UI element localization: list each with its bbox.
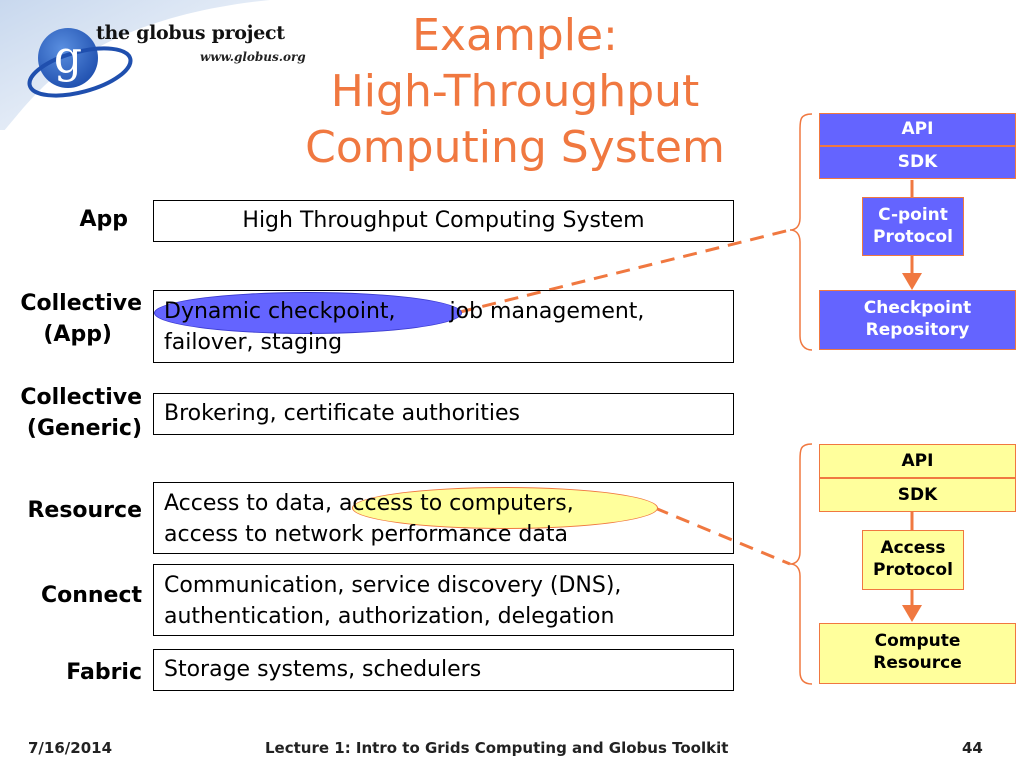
layer-text: High Throughput Computing System [242,208,645,233]
layer-label-line: App [79,207,128,232]
layer-text-highlighted: access to computers, [338,491,574,516]
top-api-box: API [819,113,1016,146]
top-protocol-line: C-point [878,205,948,225]
dashed-link-top [459,228,791,314]
layer-label-line: Resource [27,498,142,523]
logo-url: www.globus.org [200,50,306,64]
layer-label-collective-app: Collective (App) [0,288,142,350]
slide-title: Example: High-Throughput Computing Syste… [240,8,790,176]
layer-box-collective-app: Dynamic checkpoint, job management, fail… [153,290,734,363]
logo-graphic: g [0,0,270,130]
layer-text: access to network performance data [164,522,568,547]
top-target-line: Repository [865,320,970,340]
logo-name: the globus project [96,22,285,44]
bottom-protocol-line: Access [880,538,946,558]
bottom-target-line: Compute [874,631,961,651]
top-api-label: API [901,119,934,139]
highlight-oval-checkpoint [154,292,462,334]
bottom-api-label: API [901,451,934,471]
layer-box-fabric: Storage systems, schedulers [153,649,734,691]
layer-label-line: Connect [40,583,142,608]
layer-label-connect: Connect [0,580,142,611]
layer-label-resource: Resource [0,495,142,526]
bottom-protocol-line: Protocol [873,560,953,580]
top-target-line: Checkpoint [863,298,972,318]
layer-text: failover, staging [164,330,343,355]
compute-resource-box: Compute Resource [819,623,1016,684]
bottom-sdk-box: SDK [819,478,1016,512]
top-sdk-box: SDK [819,146,1016,179]
layer-text: Communication, service discovery (DNS), [164,573,622,598]
dashed-link-bottom [654,506,791,566]
bottom-arrow-head [902,605,922,622]
layer-label-collective-generic: Collective (Generic) [0,382,142,444]
layer-box-collective-generic: Brokering, certificate authorities [153,393,734,435]
layer-label-app: App [0,204,128,235]
top-sdk-label: SDK [897,152,938,172]
layer-text: authentication, authorization, delegatio… [164,604,615,629]
layer-label-line: Collective [20,385,142,410]
layer-box-resource: Access to data, access to computers, acc… [153,482,734,554]
bottom-api-box: API [819,444,1016,478]
bottom-protocol-box: Access Protocol [862,530,964,590]
footer-lecture: Lecture 1: Intro to Grids Computing and … [265,739,729,757]
checkpoint-repository-box: Checkpoint Repository [819,290,1016,350]
bottom-sdk-label: SDK [897,485,938,505]
top-brace [789,113,813,351]
top-protocol-box: C-point Protocol [862,197,964,256]
bottom-target-line: Resource [873,653,962,673]
title-line-3: Computing System [305,122,725,173]
layer-text-highlighted: Dynamic checkpoint, [164,299,396,324]
layer-text: Storage systems, schedulers [164,657,482,682]
bottom-brace [789,443,813,685]
layer-label-line: Collective [20,291,142,316]
layer-label-line: (App) [43,322,112,347]
layer-box-connect: Communication, service discovery (DNS), … [153,564,734,636]
layer-text: Brokering, certificate authorities [164,401,521,426]
layer-box-app: High Throughput Computing System [153,200,734,242]
title-line-1: Example: [412,10,618,61]
highlight-oval-computers [352,487,658,529]
footer-date: 7/16/2014 [28,739,113,757]
layer-label-line: Fabric [66,660,142,685]
top-protocol-line: Protocol [873,227,953,247]
layer-text: job management, [449,299,645,324]
top-arrow-head [902,273,922,290]
layer-label-fabric: Fabric [0,657,142,688]
title-line-2: High-Throughput [330,66,700,117]
layer-text: Access to data, [164,491,332,516]
layer-label-line: (Generic) [26,416,142,441]
footer-page-number: 44 [962,739,983,757]
globus-logo: g the globus project www.globus.org [0,0,330,130]
logo-letter: g [54,32,82,83]
